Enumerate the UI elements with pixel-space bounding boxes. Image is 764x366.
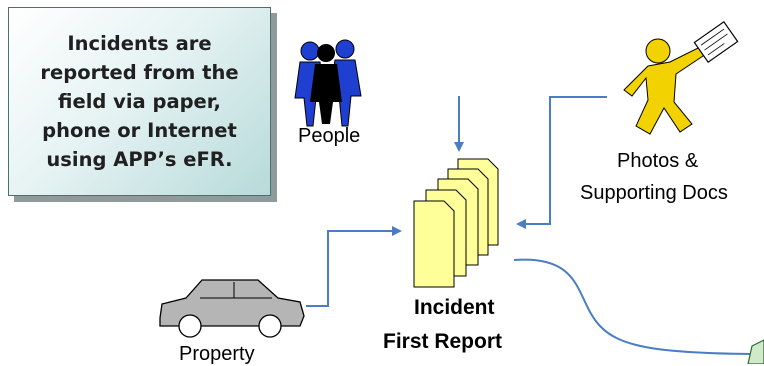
- property-connector: [306, 226, 402, 307]
- report-title-line1: Incident: [414, 296, 495, 319]
- info-callout: Incidents are reported from the field vi…: [8, 7, 271, 196]
- document-stack-icon: [413, 158, 499, 288]
- property-label: Property: [179, 343, 255, 365]
- people-label: People: [298, 125, 361, 147]
- connector-arrow-icon: [306, 96, 764, 355]
- callout-line: Incidents are: [67, 32, 212, 55]
- callout-line: reported from the: [40, 61, 239, 84]
- people-group-icon: [294, 39, 362, 127]
- photos-connector: [516, 96, 607, 229]
- outflow-connector: [513, 258, 764, 355]
- report-title-line2: First Report: [383, 330, 503, 353]
- photos-label-line1: Photos &: [617, 150, 699, 172]
- callout-line: using APP’s eFR.: [46, 148, 233, 171]
- photos-label-line2: Supporting Docs: [580, 182, 728, 204]
- offscreen-object-icon: [747, 339, 764, 364]
- car-icon: [159, 279, 305, 338]
- callout-line: phone or Internet: [42, 119, 237, 142]
- callout-line: field via paper,: [58, 90, 221, 113]
- photographer-icon: [623, 21, 739, 135]
- callout-text: Incidents are reported from the field vi…: [34, 29, 244, 174]
